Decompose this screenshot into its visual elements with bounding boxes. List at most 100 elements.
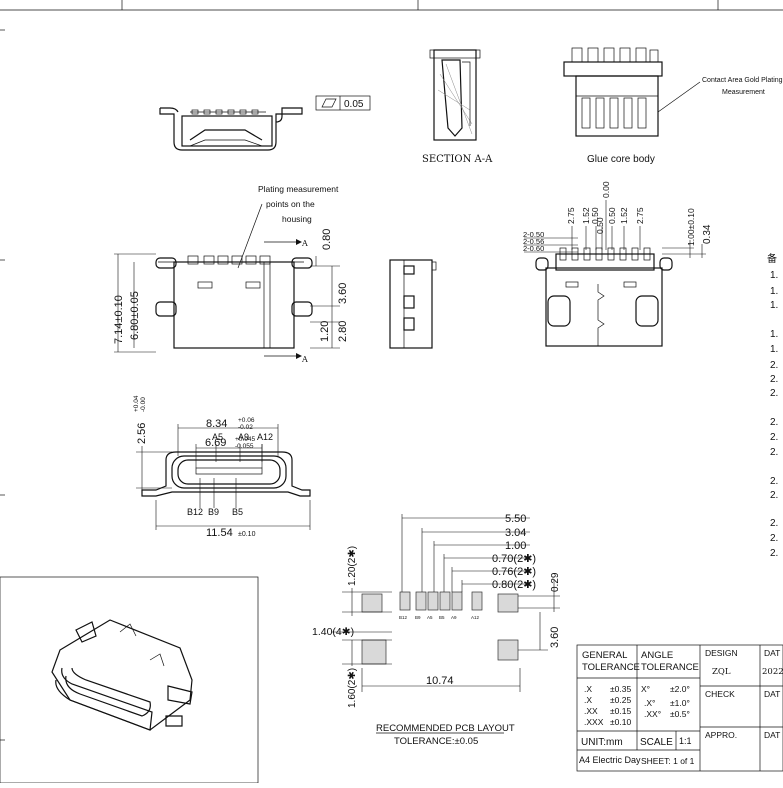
ang-tol-val: ±0.5° — [670, 709, 690, 719]
note-line: 1. — [770, 270, 778, 281]
dim-6-69: 6.69 — [205, 437, 226, 449]
note-line: 2. — [770, 360, 778, 371]
front-view: Plating measurement points on the housin… — [113, 184, 349, 364]
note-line: 2. — [770, 432, 778, 443]
pcb-dim-1-60: 1.60(2✱) — [347, 668, 358, 708]
note-line: 2. — [770, 374, 778, 385]
design-date-label: DAT — [764, 648, 780, 658]
pcb-dim-0-70: 0.70(2✱) — [492, 553, 536, 565]
pcb-dim-3-60: 3.60 — [549, 627, 561, 648]
pin-detail-view: 2.75 1.52 0.50 0.50 0.00 0.50 1.52 2.75 … — [523, 181, 713, 347]
dim-2-56-tol-up: +0.04 — [133, 395, 140, 412]
pin-dim-3: 0.50 — [590, 207, 600, 224]
notes-partial: 备 1. 1. 1. 1. 1. 2. 2. 2. 2. 2. 2. 2. 2.… — [767, 252, 778, 559]
pin-left-dim-3: 2-0.60 — [523, 244, 544, 253]
general-tol-line2: TOLERANCE — [582, 662, 640, 673]
pad-label: A5 — [427, 615, 433, 620]
pin-label-a9: A9 — [238, 432, 249, 442]
check-date-label: DAT — [764, 689, 780, 699]
pad-label: B5 — [439, 615, 445, 620]
pcb-dim-0-29: 0.29 — [550, 572, 561, 592]
pin-left-dim-2: 2-0.56 — [523, 237, 544, 246]
pin-label-b12: B12 — [187, 507, 203, 517]
ang-tol-key: .X° — [644, 698, 655, 708]
sheet-label: SHEET: 1 of 1 — [641, 756, 695, 766]
dim-6-69-tol-dn: -0.055 — [235, 443, 254, 450]
pcb-dim-1-20: 1.20(2✱) — [347, 546, 358, 586]
lin-tol-key: .XX — [584, 706, 598, 716]
pcb-title: RECOMMENDED PCB LAYOUT — [376, 723, 515, 734]
note-line: 2. — [770, 476, 778, 487]
signal-pad — [439, 591, 451, 611]
flatness-callout — [315, 95, 371, 111]
company-label: A4 Electric Day — [579, 755, 641, 765]
shell-pad — [361, 593, 383, 613]
dim-2-80: 2.80 — [337, 321, 349, 342]
contact-note-line1: Contact Area Gold Plating — [702, 77, 783, 84]
scale-label: SCALE — [640, 737, 673, 748]
dim-2-56-tol-dn: -0.00 — [140, 397, 147, 412]
pin-dim-1: 2.75 — [566, 207, 576, 224]
isometric-view — [0, 576, 259, 784]
pcb-dim-1-40: 1.40(4✱) — [312, 626, 354, 638]
plating-note-line1: Plating measurement — [258, 184, 339, 194]
note-line: 2. — [770, 388, 778, 399]
pcb-dim-0-80: 0.80(2✱) — [492, 579, 536, 591]
approve-date-label: DAT — [764, 730, 780, 740]
ang-tol-key: .XX° — [644, 709, 661, 719]
pad-label: A9 — [451, 615, 457, 620]
glue-core-label: Glue core body — [587, 154, 655, 165]
glue-core-body-view: Contact Area Gold Plating Measurement Gl… — [563, 47, 783, 165]
pin-label-a12: A12 — [257, 432, 273, 442]
pcb-dim-0-76: 0.76(2✱) — [492, 566, 536, 578]
sheet-border — [0, 0, 783, 741]
lin-tol-key: .X — [584, 695, 592, 705]
pcb-layout-view: B12 B9 A5 B5 A9 A12 — [312, 513, 561, 747]
signal-pad — [451, 591, 463, 611]
pad-label: B12 — [399, 615, 408, 620]
pad-label: B9 — [415, 615, 421, 620]
section-label: SECTION A-A — [422, 154, 493, 165]
shell-pad — [361, 639, 387, 665]
note-line: 2. — [770, 490, 778, 501]
ang-tol-key: X° — [641, 684, 650, 694]
dim-8-34-tol-up: +0.06 — [238, 417, 255, 424]
scale-value: 1:1 — [679, 736, 692, 746]
lin-tol-val: ±0.10 — [610, 717, 631, 727]
section-mark-bottom: A — [301, 355, 308, 364]
signal-pad — [471, 591, 483, 611]
plating-note-line2: points on the — [266, 199, 315, 209]
dim-6-80: 6.80±0.05 — [129, 291, 141, 340]
title-block: GENERAL TOLERANCE ANGLE TOLERANCE .X ±0.… — [576, 644, 783, 772]
pin-dim-8: 2.75 — [635, 207, 645, 224]
dim-1-20: 1.20 — [319, 321, 331, 342]
note-line: 1. — [770, 329, 778, 340]
angle-tol-line1: ANGLE — [641, 650, 673, 661]
pcb-dim-5-50: 5.50 — [505, 513, 526, 525]
side-view-middle — [389, 259, 437, 349]
pad-label: A12 — [471, 615, 480, 620]
pcb-tolerance: TOLERANCE:±0.05 — [394, 736, 478, 747]
pin-dim-5: 0.00 — [601, 181, 611, 198]
note-line: 1. — [770, 344, 778, 355]
dim-6-69-tol-up: +0.045 — [235, 436, 255, 443]
ang-tol-val: ±1.0° — [670, 698, 690, 708]
note-line: 1. — [770, 300, 778, 311]
pcb-dim-10-74: 10.74 — [426, 675, 454, 687]
dim-11-54-tol: ±0.10 — [238, 531, 256, 538]
signal-pad — [415, 591, 427, 611]
dim-1-00: 1.00±0.10 — [686, 208, 696, 246]
pin-label-a5: A5 — [212, 432, 223, 442]
unit-label: UNIT:mm — [581, 737, 623, 748]
general-tol-line1: GENERAL — [582, 650, 627, 661]
ang-tol-val: ±2.0° — [670, 684, 690, 694]
pcb-dim-1-00: 1.00 — [505, 540, 526, 552]
dim-0-34: 0.34 — [702, 224, 713, 244]
pin-left-dim-1: 2-0.50 — [523, 230, 544, 239]
flatness-value: 0.05 — [344, 99, 364, 110]
signal-pad — [399, 591, 411, 611]
port-opening-view: 8.34 +0.06 -0.02 6.69 +0.045 -0.055 2.56… — [133, 395, 311, 539]
designer-name: ZQL — [712, 667, 731, 677]
lin-tol-val: ±0.25 — [610, 695, 631, 705]
shell-pad — [497, 639, 519, 661]
